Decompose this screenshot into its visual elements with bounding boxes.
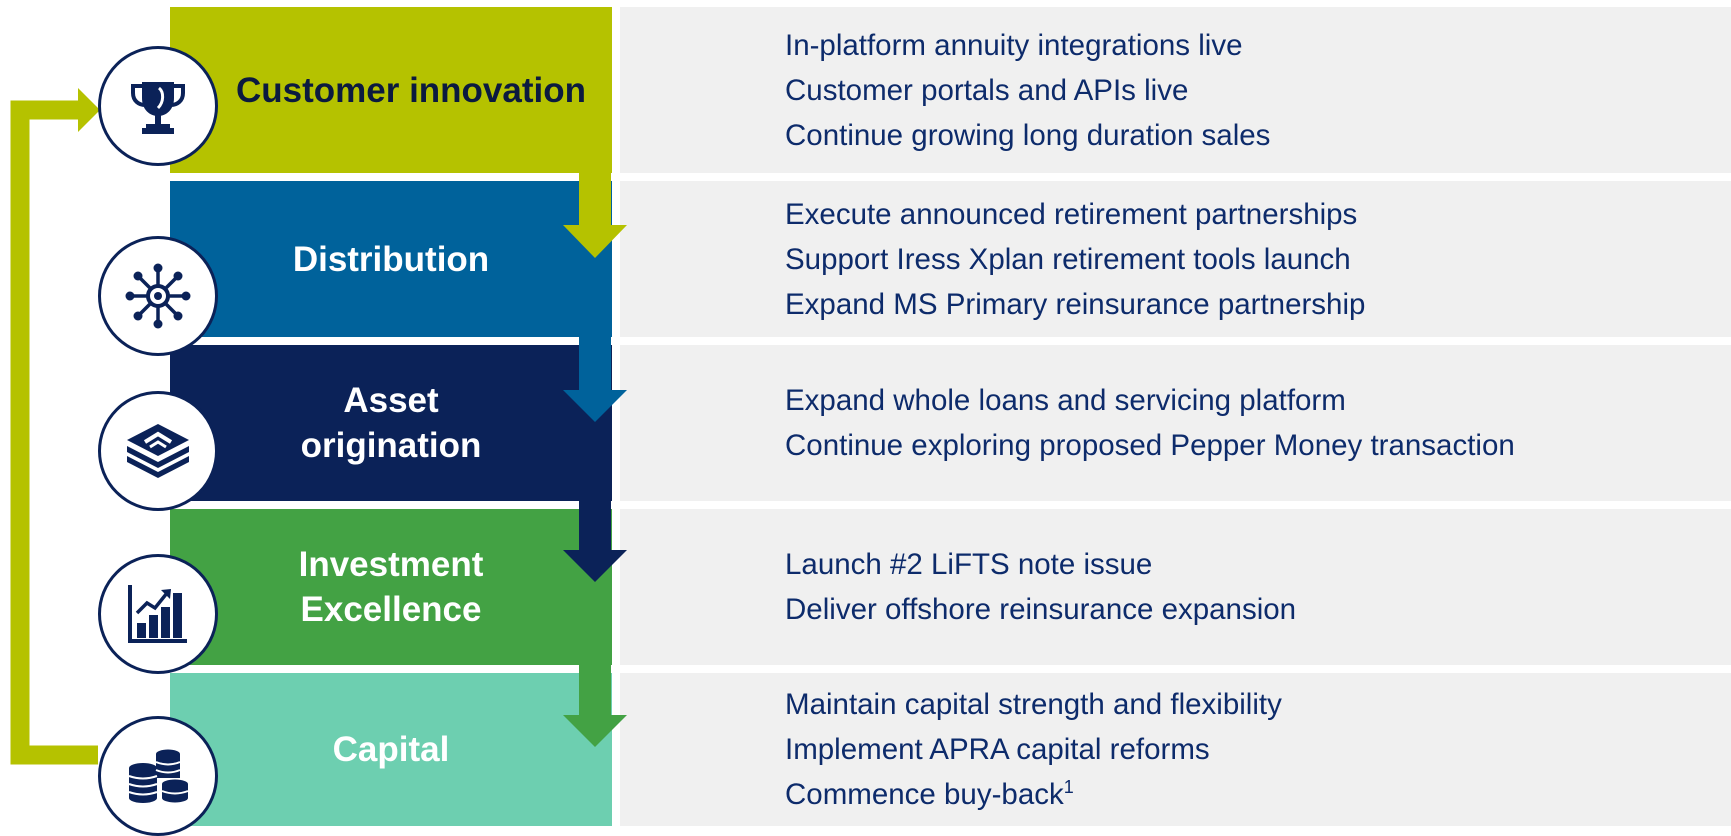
list-item: Expand MS Primary reinsurance partnershi… <box>785 287 1366 321</box>
panel-distribution: Execute announced retirement partnership… <box>620 181 1731 337</box>
coin-stacks-icon <box>98 716 218 836</box>
trophy-icon <box>98 46 218 166</box>
list-item: Commence buy-back1 <box>785 772 1731 817</box>
stage-label: Investment Excellence <box>298 545 484 629</box>
stage-distribution: Distribution <box>170 181 612 337</box>
layers-icon <box>98 391 218 511</box>
stage-investment-excellence: Investment Excellence <box>170 509 612 665</box>
list-item: Continue growing long duration sales <box>785 118 1271 152</box>
bar-chart-growth-icon <box>98 554 218 674</box>
feedback-loop-arrow <box>10 100 98 765</box>
list-item: Implement APRA capital reforms <box>785 733 1210 766</box>
list-item: Customer portals and APIs live <box>785 73 1189 107</box>
list-item-text: Commence buy-back <box>785 778 1064 811</box>
down-arrow-4 <box>563 660 627 747</box>
stage-label: Distribution <box>292 239 490 279</box>
list-item: Execute announced retirement partnership… <box>785 197 1358 231</box>
list-item: Launch #2 LiFTS note issue <box>785 548 1153 581</box>
network-hub-icon <box>98 236 218 356</box>
stage-asset-origination: Asset origination <box>170 345 612 501</box>
list-item: In-platform annuity integrations live <box>785 28 1243 62</box>
list-item: Deliver offshore reinsurance expansion <box>785 593 1297 626</box>
stage-capital: Capital <box>170 673 612 826</box>
stage-label: Asset origination <box>300 381 482 465</box>
panel-customer-innovation: In-platform annuity integrations live Cu… <box>620 7 1731 173</box>
feedback-loop-arrowhead <box>78 88 100 132</box>
list-item: Continue exploring proposed Pepper Money… <box>785 429 1515 462</box>
down-arrow-2 <box>563 332 627 422</box>
stage-customer-innovation: Customer innovation <box>170 7 612 173</box>
list-item: Support Iress Xplan retirement tools lau… <box>785 242 1351 276</box>
down-arrow-1 <box>563 168 627 258</box>
stage-label: Capital <box>332 730 450 769</box>
down-arrow-3 <box>563 496 627 582</box>
panel-capital: Maintain capital strength and flexibilit… <box>620 673 1731 826</box>
panel-asset-origination: Expand whole loans and servicing platfor… <box>620 345 1731 501</box>
list-item: Maintain capital strength and flexibilit… <box>785 688 1282 721</box>
panel-investment-excellence: Launch #2 LiFTS note issue Deliver offsh… <box>620 509 1731 665</box>
stage-label: Customer innovation <box>235 70 587 110</box>
footnote-marker: 1 <box>1063 777 1074 798</box>
list-item: Expand whole loans and servicing platfor… <box>785 384 1346 417</box>
